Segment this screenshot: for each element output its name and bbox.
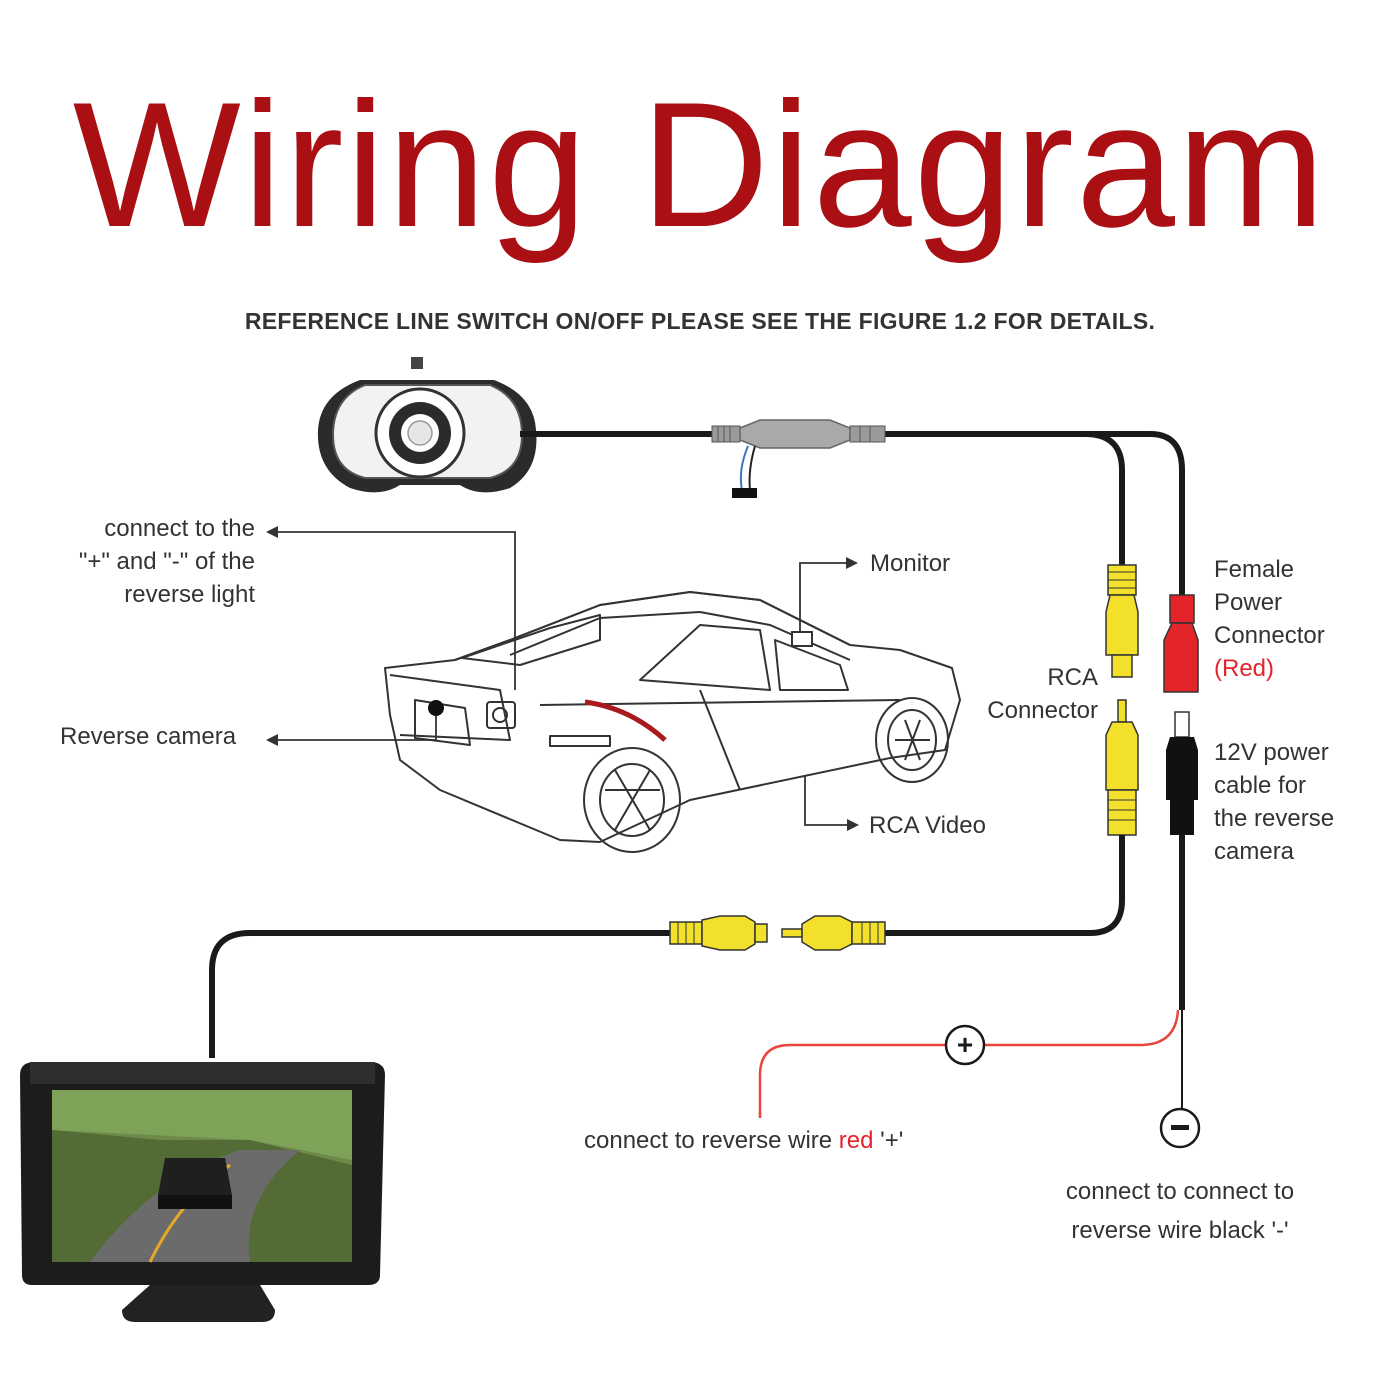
rca-connector-label-line1: RCA xyxy=(1047,664,1098,691)
power-cable-label-line4: camera xyxy=(1214,838,1295,865)
rca-extension-connectors-icon xyxy=(669,915,886,951)
monitor-mount-icon xyxy=(791,631,813,647)
page-title: Wiring Diagram xyxy=(72,65,1328,264)
black-wire-label-line1: connect to connect to xyxy=(1065,1178,1295,1205)
rca-female-connector-icon xyxy=(1105,564,1139,678)
callout-arrows xyxy=(266,526,859,831)
red-wire-label-suffix: '+' xyxy=(873,1127,904,1154)
monitor-label: Monitor xyxy=(870,550,951,577)
red-wire-label-prefix: connect to reverse wire xyxy=(584,1127,839,1154)
plus-terminal-icon: + xyxy=(944,1024,986,1066)
reference-line-module xyxy=(711,419,886,498)
plus-symbol: + xyxy=(957,1029,973,1060)
camera-mount-point xyxy=(428,700,444,716)
female-power-label-line1: Female xyxy=(1214,556,1295,583)
rca-video-label: RCA Video xyxy=(869,812,986,839)
reverse-light-label-line2: "+" and "-" of the xyxy=(78,548,255,575)
rca-connector-label: RCA Connector xyxy=(960,661,1098,727)
minus-terminal-icon xyxy=(1159,1107,1201,1149)
male-power-plug-icon xyxy=(1166,711,1198,835)
power-cable-label-line3: the reverse xyxy=(1214,805,1335,832)
female-power-label: Female Power Connector (Red) xyxy=(1214,553,1325,685)
rca-video-route xyxy=(584,699,667,742)
red-wire-label-red: red xyxy=(838,1127,874,1154)
female-power-label-line4: (Red) xyxy=(1214,655,1275,682)
rca-connector-label-line2: Connector xyxy=(987,697,1098,724)
reverse-light-label-line3: reverse light xyxy=(124,581,255,608)
red-wire-label: connect to reverse wire red '+' xyxy=(584,1124,903,1157)
monitor-icon xyxy=(20,1062,385,1322)
reverse-camera-icon xyxy=(317,357,537,493)
reverse-light-label: connect to the "+" and "-" of the revers… xyxy=(20,512,255,611)
page-subtitle: REFERENCE LINE SWITCH ON/OFF PLEASE SEE … xyxy=(244,308,1156,334)
female-power-label-line3: Connector xyxy=(1214,622,1325,649)
reverse-camera-label: Reverse camera xyxy=(60,723,237,750)
power-cable-label-line1: 12V power xyxy=(1214,739,1329,766)
positive-wire xyxy=(758,1009,1180,1118)
camera-cable xyxy=(520,431,1185,595)
black-wire-label: connect to connect to reverse wire black… xyxy=(1030,1172,1330,1250)
female-power-label-line2: Power xyxy=(1214,589,1283,616)
black-wire-label-line2: reverse wire black '-' xyxy=(1071,1217,1289,1244)
video-and-power-cables xyxy=(209,835,1185,1058)
power-cable-label-line2: cable for xyxy=(1214,772,1307,799)
power-cable-label: 12V power cable for the reverse camera xyxy=(1214,736,1334,868)
rca-male-connector-icon xyxy=(1105,699,1139,836)
reverse-light-label-line1: connect to the xyxy=(104,515,255,542)
female-power-connector-icon xyxy=(1163,594,1199,693)
car-icon xyxy=(384,591,961,853)
